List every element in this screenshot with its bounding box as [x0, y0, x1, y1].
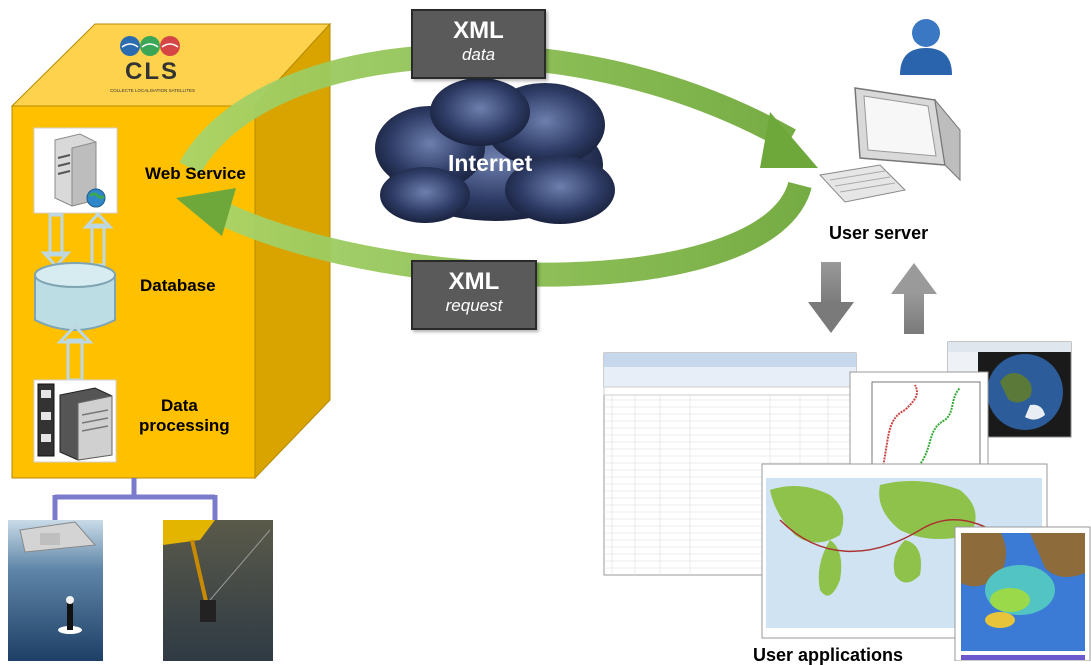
data-processing-label-line1: Data: [161, 396, 198, 415]
xml-request-subtitle: request: [445, 296, 503, 315]
gray-down-arrow: [808, 262, 854, 333]
buoy-photo-1: [8, 520, 103, 661]
user-computer-icon: [819, 87, 961, 203]
sensor-connectors: [52, 478, 218, 520]
xml-data-box: XML data: [411, 9, 546, 79]
internet-label: Internet: [448, 150, 533, 176]
database-cylinder: [34, 262, 116, 331]
user-applications-label: User applications: [753, 645, 904, 665]
xml-request-title: XML: [448, 268, 500, 295]
cls-logo-tagline: COLLECTE LOCALISATION SATELLITES: [109, 88, 196, 93]
processing-servers-image: [33, 379, 117, 463]
xml-request-arrow: [176, 181, 812, 287]
cls-logo-text: CLS: [125, 58, 179, 85]
xml-data-title: XML: [453, 17, 504, 44]
db-arrows: [40, 211, 114, 269]
web-server-image: [33, 127, 118, 214]
internet-cloud: [375, 78, 615, 224]
user-person-icon: [900, 19, 952, 75]
wind-map-screenshot: [954, 526, 1091, 661]
data-processing-label-line2: processing: [139, 416, 230, 435]
buoy-photo-2: [163, 520, 273, 661]
xml-data-subtitle: data: [461, 45, 496, 64]
xml-request-box: XML request: [411, 260, 537, 330]
gray-up-arrow: [891, 263, 937, 334]
user-server-label: User server: [829, 223, 929, 243]
database-label: Database: [140, 276, 216, 295]
cls-logo: [120, 36, 180, 56]
web-service-label: Web Service: [145, 164, 246, 183]
